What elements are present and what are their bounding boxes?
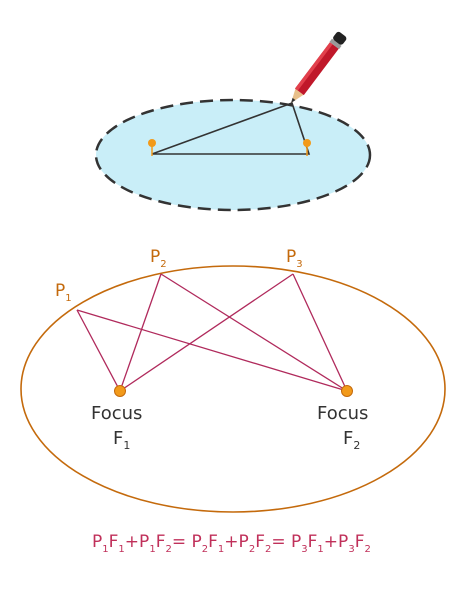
equation-subscript: 1 (218, 544, 224, 555)
equation-subscript: 1 (118, 544, 124, 555)
focus-label-f1: F1 (113, 428, 130, 452)
drawn-ellipse (94, 98, 372, 212)
line-p2-f1 (119, 273, 162, 392)
equation-term: P (291, 532, 301, 552)
line-p3-f2 (292, 273, 348, 392)
equation-subscript: 1 (317, 544, 323, 555)
equation-term: P (192, 532, 202, 552)
focus-label-f2: F2 (343, 428, 360, 452)
equation-term: + (125, 532, 139, 552)
point-label-p3: P3 (286, 247, 303, 270)
point-label-p2: P2 (150, 247, 167, 270)
equation-subscript: 2 (165, 544, 171, 555)
equation-term: F (308, 532, 318, 552)
point-label-p1: P1 (55, 281, 72, 304)
equation-term: F (156, 532, 166, 552)
focal-sum-equation: P1​F1​+P1​F2​= P2​F1​+P2​F2​= P3​F1​+P3​… (92, 532, 371, 555)
equation-subscript: 1 (149, 544, 155, 555)
equation-subscript: 1 (102, 544, 108, 555)
line-p2-f2 (160, 273, 348, 392)
equation-term: + (224, 532, 238, 552)
focus-dot-f2 (341, 385, 353, 397)
equation-subscript: 2 (265, 544, 271, 555)
equation-subscript: 2 (364, 544, 370, 555)
string-method-illustration (94, 31, 372, 212)
pin-icon (303, 139, 311, 156)
foci-diagram: P1 P2 P3 Focus F1 Focus F2 (20, 247, 446, 513)
equation-term: F (355, 532, 365, 552)
equation-term: P (92, 532, 102, 552)
line-p1-f1 (76, 309, 121, 392)
equation-term: F (208, 532, 218, 552)
equation-term: = (271, 532, 291, 552)
equation-subscript: 2 (202, 544, 208, 555)
focus-word-f2: Focus (317, 403, 368, 424)
equation-term: + (324, 532, 338, 552)
equation-term: P (338, 532, 348, 552)
equation-term: = (172, 532, 192, 552)
pin-icon (148, 139, 156, 156)
pencil-icon (291, 31, 347, 103)
line-p1-f2 (76, 309, 348, 392)
string-loop (151, 101, 311, 155)
line-p3-f1 (119, 273, 294, 392)
focal-lines (76, 273, 348, 392)
equation-term: P (239, 532, 249, 552)
equation-subscript: 3 (301, 544, 307, 555)
focus-word-f1: Focus (91, 403, 142, 424)
focus-dot-f1 (114, 385, 126, 397)
equation-subscript: 3 (348, 544, 354, 555)
equation-term: P (139, 532, 149, 552)
equation-term: F (109, 532, 119, 552)
equation-subscript: 2 (249, 544, 255, 555)
equation-term: F (255, 532, 265, 552)
ellipse-outline (20, 265, 446, 513)
